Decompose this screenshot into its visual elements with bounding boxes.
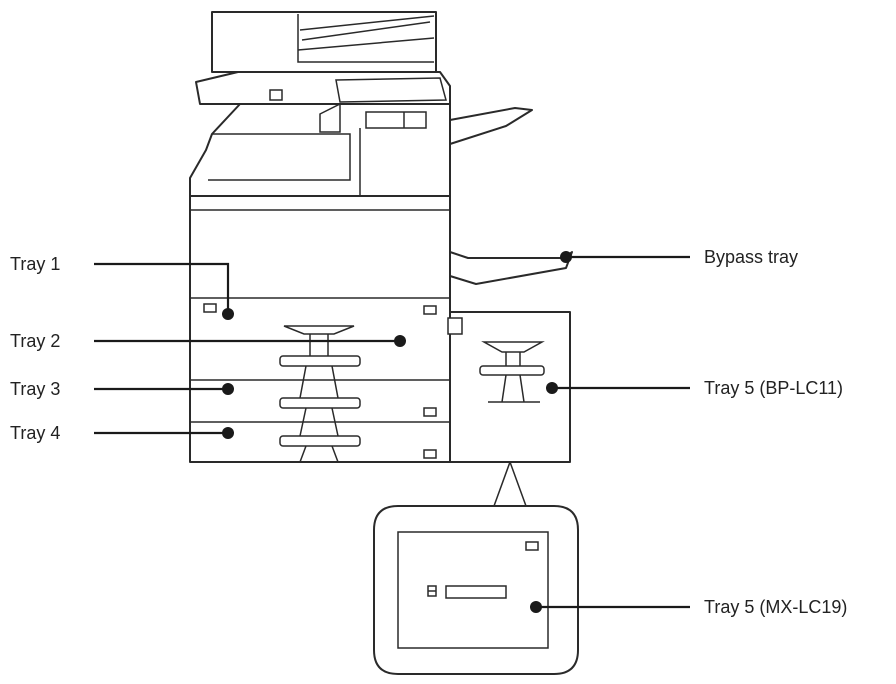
output-tray [449,107,533,145]
callout-pointer [493,461,527,507]
label-tray3: Tray 3 [10,379,60,399]
label-tray4: Tray 4 [10,423,60,443]
output-area [189,102,451,197]
bypass-tray-shape [449,251,573,285]
main-body [189,195,451,463]
leader-bypass [560,251,690,263]
leader-tray5-lc19 [530,601,690,613]
operation-panel [195,71,451,105]
lc11-cabinet [447,311,571,463]
leader-tray2 [94,335,406,347]
label-tray1: Tray 1 [10,254,60,274]
leader-tray4 [94,427,234,439]
label-tray5-lc11: Tray 5 (BP-LC11) [704,378,843,398]
lc19-callout [373,505,579,675]
label-tray2: Tray 2 [10,331,60,351]
document-feeder [211,11,437,73]
leader-tray5-lc11 [546,382,690,394]
label-bypass-tray: Bypass tray [704,247,798,267]
leader-tray1 [94,262,234,320]
label-tray5-lc19: Tray 5 (MX-LC19) [704,597,847,617]
paper-guide-stack [279,325,361,463]
printer-illustration [189,11,579,675]
leader-tray3 [94,383,234,395]
